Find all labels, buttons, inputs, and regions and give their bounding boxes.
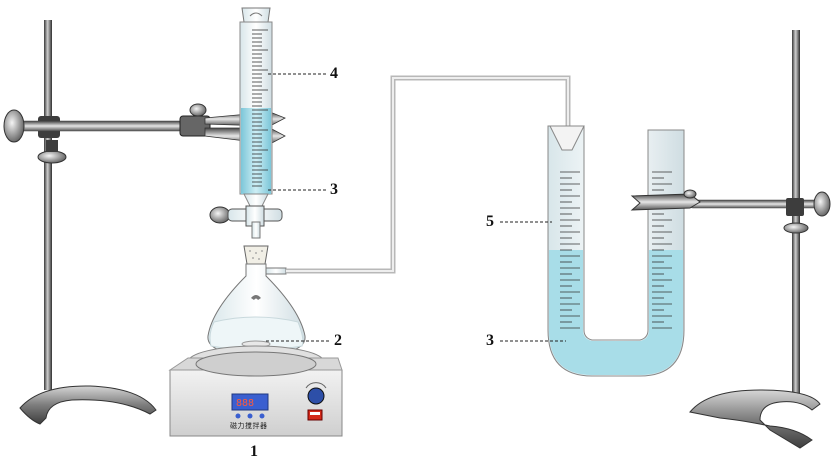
left-retort-stand xyxy=(3,20,191,425)
callout-stirrer-label: 1 xyxy=(250,443,258,460)
svg-text:888: 888 xyxy=(236,398,254,409)
burette-cap xyxy=(241,7,271,23)
left-boss-wheel-icon xyxy=(37,150,67,164)
right-boss-wheel-icon xyxy=(783,222,809,234)
callout-burette-label: 4 xyxy=(330,65,338,82)
flask-side-arm xyxy=(265,267,287,275)
left-stand-base xyxy=(19,385,157,425)
left-boss-screw-icon xyxy=(3,109,25,143)
clamp-screw-icon xyxy=(189,103,207,117)
u-tube-liquid xyxy=(549,250,683,375)
callout-utube-liquid-label: 3 xyxy=(486,332,494,349)
stirrer-speed-knob-icon xyxy=(307,387,325,405)
right-stand-base xyxy=(689,389,821,449)
burette xyxy=(209,7,283,239)
right-retort-stand xyxy=(630,30,831,449)
right-boss-screw-icon xyxy=(813,191,831,217)
rubber-stopper xyxy=(243,245,269,265)
stirrer-display xyxy=(231,393,269,411)
burette-liquid xyxy=(241,108,271,194)
magnetic-stirrer: 888 xyxy=(168,345,343,437)
callout-flask-content-label: 2 xyxy=(334,332,342,349)
u-tube-inlet xyxy=(549,125,585,151)
callout-leaders xyxy=(266,73,566,342)
callout-utube-scale-label: 5 xyxy=(486,213,494,230)
stopcock-handle-icon xyxy=(209,206,231,224)
stirrer-button-icon xyxy=(247,413,253,419)
stirrer-brand-label: 磁力搅拌器 xyxy=(230,422,268,430)
stirrer-plate xyxy=(195,351,317,377)
stirrer-button-icon xyxy=(235,413,241,419)
stirrer-button-icon xyxy=(259,413,265,419)
left-clamp-arm xyxy=(19,120,191,132)
flask-solution xyxy=(209,316,304,351)
left-stand-rod xyxy=(44,20,52,390)
connecting-tube xyxy=(286,75,571,274)
callout-burette-liquid-label: 3 xyxy=(330,181,338,198)
u-tube xyxy=(547,125,685,377)
conical-flask xyxy=(207,245,306,357)
burette-graduations xyxy=(252,29,268,187)
